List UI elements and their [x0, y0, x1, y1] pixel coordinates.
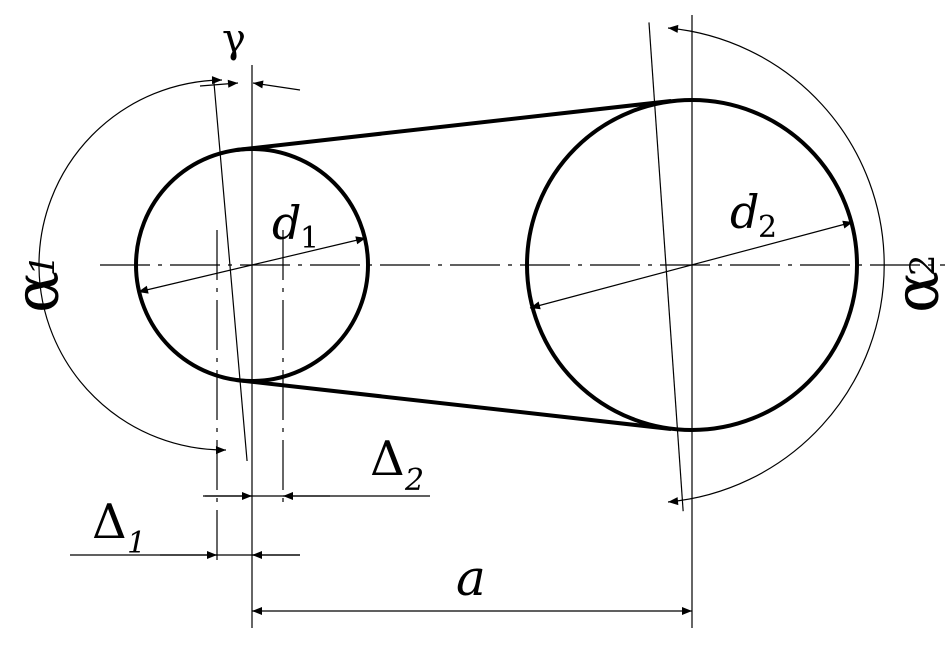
delta1-main: Δ — [92, 494, 127, 550]
delta2-sub: 2 — [404, 463, 424, 498]
belt-lower — [235, 378, 672, 431]
small-pulley-tilted-axis — [212, 77, 248, 462]
d2-sub: 2 — [758, 210, 777, 245]
alpha1-arc — [38, 76, 227, 455]
a-label: a — [456, 549, 486, 607]
d1-dimension-line — [137, 236, 367, 294]
alpha2-main: α — [880, 271, 951, 313]
alpha1-label: α 1 — [0, 254, 73, 313]
gamma-dimension-left — [199, 79, 239, 88]
alpha1-main: α — [0, 271, 73, 313]
delta1-sub: 1 — [127, 526, 146, 561]
alpha2-sub: 2 — [903, 254, 943, 276]
d2-dimension-line — [529, 220, 854, 310]
alpha2-arc — [667, 24, 885, 506]
belt-upper — [235, 99, 672, 152]
gamma-dimension-right — [252, 80, 301, 91]
d1-main: d — [272, 196, 301, 250]
delta2-main: Δ — [370, 431, 405, 487]
d2-main: d — [730, 185, 759, 239]
alpha2-label: α 2 — [880, 254, 951, 313]
alpha1-sub: 1 — [23, 254, 63, 276]
gamma-label: γ — [222, 16, 246, 62]
large-pulley-tilted-axis — [648, 22, 684, 512]
d1-sub: 1 — [300, 221, 319, 256]
